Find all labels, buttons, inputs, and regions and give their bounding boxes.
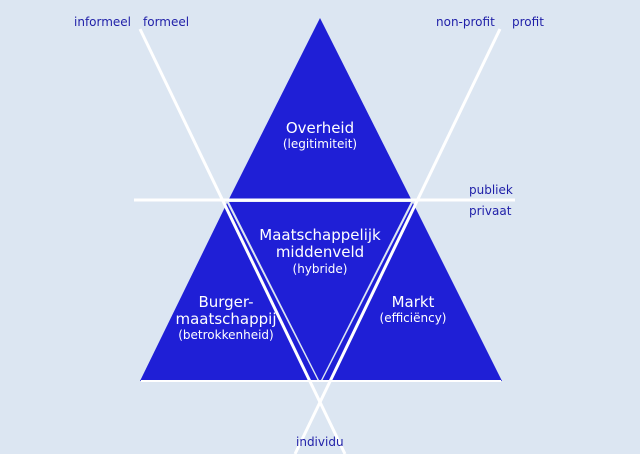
label-profit: profit [512,15,544,29]
burger-title-line1: Burger- [198,293,253,311]
burgermaatschappij-triangle [140,203,318,381]
nonprofit-profit-divider [293,28,502,454]
middenveld-triangle [229,202,411,382]
overheid-subtitle: (legitimiteit) [283,137,357,151]
markt-title: Markt [392,293,435,311]
middenveld-subtitle: (hybride) [293,262,348,276]
markt-subtitle: (efficiëncy) [380,311,447,325]
burger-title-line2: maatschappij [175,310,276,328]
informeel-formeel-divider [138,28,347,454]
overheid-triangle [229,18,411,199]
burger-subtitle: (betrokkenheid) [178,328,273,342]
label-publiek: publiek [469,183,513,197]
middenveld-title-line2: middenveld [276,243,364,261]
middenveld-title-line1: Maatschappelijk [259,226,381,244]
label-privaat: privaat [469,204,512,218]
label-non-profit: non-profit [436,15,495,29]
label-formeel: formeel [143,15,189,29]
overheid-title: Overheid [286,119,354,137]
label-informeel: informeel [74,15,131,29]
markt-triangle [322,203,502,381]
label-individu: individu [296,435,344,449]
